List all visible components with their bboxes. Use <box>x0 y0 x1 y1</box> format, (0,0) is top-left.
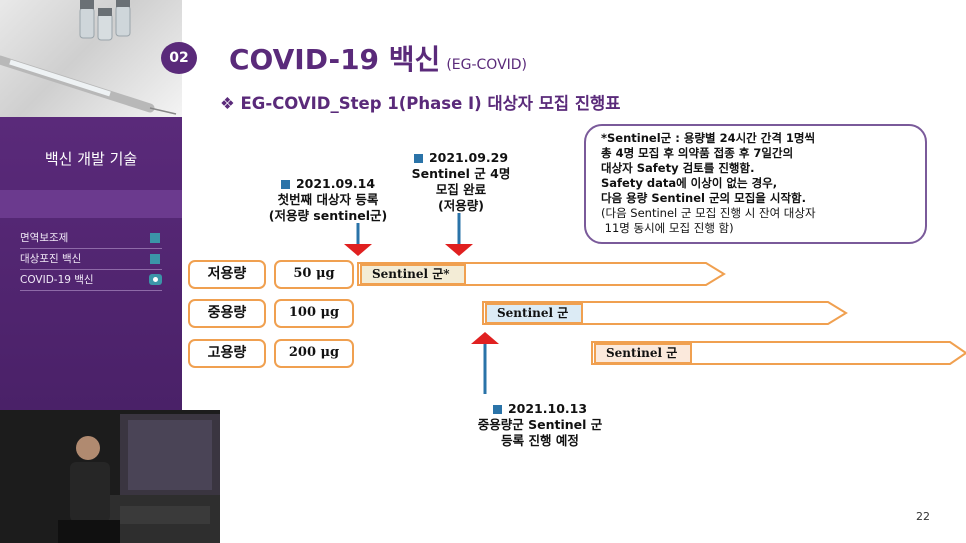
dose-amount-high: 200 μg <box>274 339 354 368</box>
dose-label-high: 고용량 <box>188 339 266 368</box>
square-icon <box>150 254 160 264</box>
sidebar-item-adjuvant[interactable]: 면역보조제 <box>20 228 162 249</box>
note-line: Safety data에 이상이 없는 경우, <box>601 176 778 190</box>
annotation-date: 2021.10.13 <box>507 401 588 416</box>
vaccine-vials-photo <box>0 0 182 117</box>
annotation-line: 첫번째 대상자 등록 <box>277 192 379 207</box>
page-subtitle: ❖ EG-COVID_Step 1(Phase I) 대상자 모집 진행표 <box>220 94 621 113</box>
sentinel-note-box: *Sentinel군 : 용량별 24시간 간격 1명씩 총 4명 모집 후 의… <box>584 124 927 244</box>
annotation-line: (저용량 sentinel군) <box>268 208 388 223</box>
square-marker-icon <box>492 405 502 414</box>
sidebar-menu: 면역보조제 대상포진 백신 COVID-19 백신 <box>20 228 162 291</box>
annotation-line: (저용량) <box>438 198 484 213</box>
note-line: 총 4명 모집 후 의약품 접종 후 7일간의 <box>601 146 794 160</box>
sentinel-group-high: Sentinel 군 <box>594 343 692 364</box>
annotation-mid-dose-plan: 2021.10.13 중용량군 Sentinel 군 등록 진행 예정 <box>455 401 625 449</box>
pointer-arrow-head <box>471 332 499 344</box>
sentinel-group-low: Sentinel 군* <box>360 264 466 285</box>
page-title: COVID-19 백신 (EG-COVID) <box>229 38 527 78</box>
note-line: *Sentinel군 : 용량별 24시간 간격 1명씩 <box>601 131 816 145</box>
dose-label-low: 저용량 <box>188 260 266 289</box>
dose-amount-mid: 100 μg <box>274 299 354 328</box>
sidebar-item-label: 면역보조제 <box>20 232 69 244</box>
annotation-line: Sentinel 군 4명 <box>411 166 511 181</box>
sidebar-item-label: COVID-19 백신 <box>20 274 94 286</box>
square-marker-icon <box>280 180 290 189</box>
annotation-date: 2021.09.29 <box>428 150 509 165</box>
annotation-line: 중용량군 Sentinel 군 <box>477 417 603 432</box>
annotation-sentinel-complete: 2021.09.29 Sentinel 군 4명 모집 완료 (저용량) <box>386 150 536 214</box>
pointer-arrow-head <box>344 244 372 256</box>
pointer-arrow-head <box>445 244 473 256</box>
sentinel-group-mid: Sentinel 군 <box>485 303 583 324</box>
note-line: (다음 Sentinel 군 모집 진행 시 잔여 대상자 <box>601 206 816 220</box>
dose-label-mid: 중용량 <box>188 299 266 328</box>
sidebar-item-shingles-vaccine[interactable]: 대상포진 백신 <box>20 249 162 270</box>
section-number-badge: 02 <box>161 42 197 74</box>
annotation-date: 2021.09.14 <box>295 176 376 191</box>
annotation-line: 모집 완료 <box>435 182 487 197</box>
square-icon <box>150 233 160 243</box>
annotation-first-enrollment: 2021.09.14 첫번째 대상자 등록 (저용량 sentinel군) <box>248 176 408 224</box>
sidebar-item-covid19-vaccine[interactable]: COVID-19 백신 <box>20 270 162 291</box>
sidebar-item-label: 대상포진 백신 <box>20 253 82 265</box>
page-number: 22 <box>916 510 930 523</box>
speaker-video-thumbnail <box>0 410 220 543</box>
page-title-sub: (EG-COVID) <box>446 57 528 73</box>
sidebar-section-title: 백신 개발 기술 <box>44 150 138 168</box>
dose-amount-low: 50 μg <box>274 260 354 289</box>
note-line: 다음 용량 Sentinel 군의 모집을 시작함. <box>601 191 806 205</box>
note-line: 대상자 Safety 검토를 진행함. <box>601 161 755 175</box>
page-title-text: COVID-19 백신 <box>229 43 441 76</box>
annotation-line: 등록 진행 예정 <box>501 433 579 448</box>
sidebar: 백신 개발 기술 면역보조제 대상포진 백신 COVID-19 백신 <box>0 0 220 543</box>
note-line: 11명 동시에 모집 진행 함) <box>601 221 734 235</box>
active-indicator-icon <box>149 274 162 285</box>
sidebar-band <box>0 190 182 218</box>
square-marker-icon <box>413 154 423 163</box>
